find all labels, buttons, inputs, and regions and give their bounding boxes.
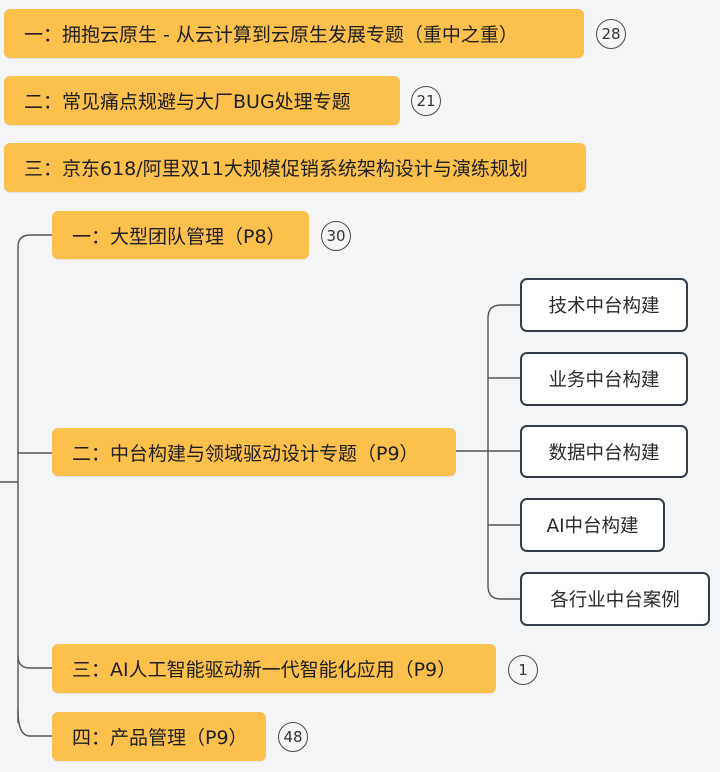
- leaf-ai-middle-platform[interactable]: AI中台构建: [520, 498, 665, 552]
- subtopic-team-management[interactable]: 一：大型团队管理（P8）: [52, 211, 309, 259]
- topic-pain-points-label: 二：常见痛点规避与大厂BUG处理专题: [24, 91, 351, 113]
- subtopic-team-management-label: 一：大型团队管理（P8）: [72, 225, 286, 248]
- topic-pain-points[interactable]: 二：常见痛点规避与大厂BUG处理专题: [4, 76, 400, 125]
- subtopic-team-management-count-badge: 30: [321, 221, 351, 251]
- subtopic-product-management[interactable]: 四：产品管理（P9）: [52, 712, 266, 761]
- topic-pain-points-count-badge: 21: [411, 86, 441, 116]
- subtopic-product-management-label: 四：产品管理（P9）: [72, 727, 248, 749]
- topic-cloud-native-count-badge: 28: [596, 19, 626, 49]
- topic-cloud-native-label: 一：拥抱云原生 - 从云计算到云原生发展专题（重中之重）: [24, 24, 518, 46]
- leaf-tech-middle-platform[interactable]: 技术中台构建: [520, 278, 688, 332]
- subtopic-middle-platform-label: 二：中台构建与领域驱动设计专题（P9）: [72, 442, 419, 465]
- subtopic-middle-platform[interactable]: 二：中台构建与领域驱动设计专题（P9）: [52, 428, 456, 476]
- subtopic-ai-applications-count-badge: 1: [508, 655, 538, 685]
- leaf-business-middle-platform[interactable]: 业务中台构建: [520, 352, 688, 406]
- topic-promotion-architecture-label: 三：京东618/阿里双11大规模促销系统架构设计与演练规划: [24, 158, 528, 180]
- subtopic-ai-applications[interactable]: 三：AI人工智能驱动新一代智能化应用（P9）: [52, 644, 496, 693]
- subtopic-ai-applications-label: 三：AI人工智能驱动新一代智能化应用（P9）: [72, 659, 457, 681]
- leaf-industry-cases[interactable]: 各行业中台案例: [520, 572, 710, 626]
- subtopic-product-management-count-badge: 48: [278, 722, 308, 752]
- leaf-data-middle-platform[interactable]: 数据中台构建: [520, 425, 688, 478]
- topic-cloud-native[interactable]: 一：拥抱云原生 - 从云计算到云原生发展专题（重中之重）: [4, 9, 584, 58]
- topic-promotion-architecture[interactable]: 三：京东618/阿里双11大规模促销系统架构设计与演练规划: [4, 143, 586, 192]
